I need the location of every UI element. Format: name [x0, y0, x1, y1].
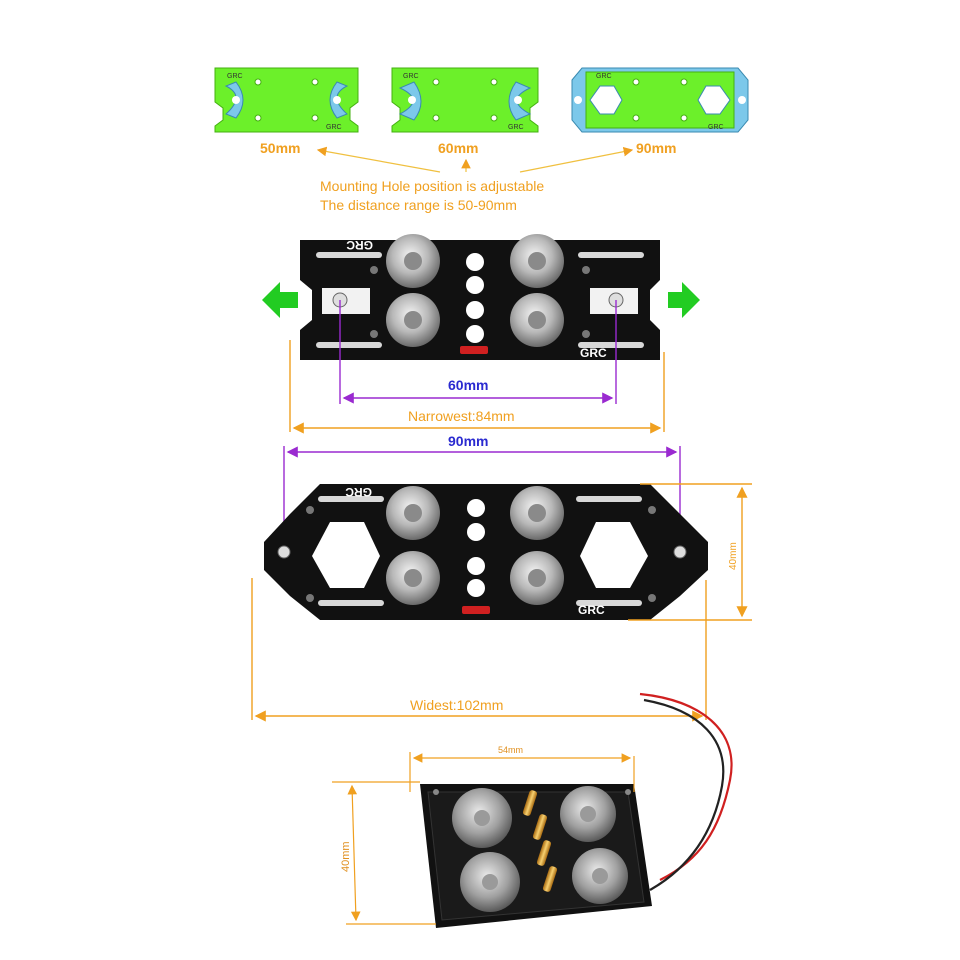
magnet-icon [572, 848, 628, 904]
arrow-left-icon [262, 282, 298, 318]
magnet-icon [460, 852, 520, 912]
plate-wide: GRC GRC [264, 484, 708, 620]
battery-width-label: 54mm [498, 745, 523, 755]
narrow-hole-spacing-label: 60mm [448, 377, 488, 393]
caption-line-1: Mounting Hole position is adjustable [320, 178, 544, 194]
thumbnail-90mm: GRC GRC [571, 67, 749, 133]
caption-pointers [316, 146, 634, 173]
thumbnail-label-90mm: 90mm [636, 140, 676, 156]
magnet-icon [510, 486, 564, 540]
thumbnail-50mm: GRC GRC [214, 67, 359, 133]
magnet-icon [386, 551, 440, 605]
thumbnail-logo: GRC [508, 124, 524, 131]
wide-height-label: 40mm [728, 542, 739, 570]
thumbnail-top-logo: GRC [596, 73, 612, 80]
magnet-icon [386, 234, 440, 288]
thumbnail-logo: GRC [326, 124, 342, 131]
dimension-wide-height [628, 483, 752, 621]
magnet-icon [510, 293, 564, 347]
magnet-icon [452, 788, 512, 848]
wide-hole-spacing-label: 90mm [448, 433, 488, 449]
caption-line-2: The distance range is 50-90mm [320, 197, 517, 213]
pogo-pin-icon [522, 790, 558, 892]
dimension-narrow-holes [339, 300, 617, 404]
magnet-icon [560, 786, 616, 842]
battery-plate [420, 784, 652, 928]
magnet-icon [386, 293, 440, 347]
battery-height-label: 40mm [340, 841, 352, 872]
magnet-icon [510, 234, 564, 288]
thumbnail-top-logo: GRC [227, 73, 243, 80]
arrow-right-icon [668, 282, 700, 318]
thumbnail-label-60mm: 60mm [438, 140, 478, 156]
magnet-icon [386, 486, 440, 540]
plate-top-logo: GRC [346, 238, 373, 252]
widest-width-label: Widest:102mm [410, 697, 503, 713]
dimension-battery-height [332, 781, 436, 925]
narrowest-width-label: Narrowest:84mm [408, 408, 515, 424]
thumbnail-label-50mm: 50mm [260, 140, 300, 156]
thumbnail-top-logo: GRC [403, 73, 419, 80]
thumbnail-60mm: GRC GRC [391, 67, 539, 133]
plate-bottom-logo: GRC [578, 603, 605, 617]
dimension-narrow-width [289, 340, 665, 434]
thumbnail-logo: GRC [708, 124, 724, 131]
magnet-icon [510, 551, 564, 605]
dimension-wide-width [251, 578, 707, 722]
plate-bottom-logo: GRC [580, 346, 607, 360]
dimension-battery-width [409, 752, 635, 792]
plate-narrow: GRC GRC [300, 234, 660, 360]
battery-cable [639, 692, 733, 891]
plate-top-logo: GRC [345, 485, 372, 499]
